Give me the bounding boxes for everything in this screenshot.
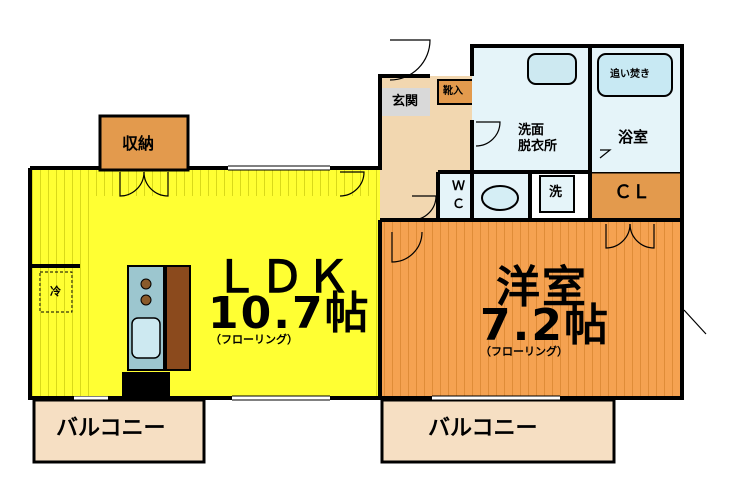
balcony-left	[32, 398, 206, 464]
kitchen-base	[122, 372, 170, 398]
western-room	[382, 222, 682, 398]
windows	[74, 165, 560, 401]
bathtub-label: 追い焚き	[610, 69, 650, 80]
wash-basin	[527, 53, 577, 85]
ldk-floor: （フローリング）	[210, 333, 298, 346]
bathtub	[597, 53, 673, 97]
kitchen-cabinet	[165, 265, 191, 371]
entrance-step	[382, 88, 430, 116]
western-size: 7.2帖	[480, 300, 610, 351]
stove-burner-1	[140, 278, 152, 290]
stove-burner-2	[140, 294, 152, 306]
washer-label: 洗	[549, 185, 563, 200]
wc-label-2: Ｃ	[452, 197, 466, 212]
washroom-label-1: 洗面	[518, 123, 545, 138]
bathroom-label: 浴室	[618, 128, 649, 146]
closet-label: ＣＬ	[614, 182, 650, 203]
western-floor: （フローリング）	[480, 345, 568, 358]
toilet	[481, 185, 519, 211]
balcony-right-label: バルコニー	[428, 416, 538, 441]
shoe-storage-label: 靴入	[443, 86, 463, 97]
kitchen-sink	[131, 317, 161, 359]
ldk-size: 10.7帖	[208, 288, 371, 339]
wc-label-1: Ｗ	[452, 179, 466, 194]
entrance-label: 玄関	[392, 94, 419, 109]
storage-room	[98, 114, 190, 172]
fridge-label: 冷	[50, 285, 61, 298]
ldk-name: ＬＤＫ	[214, 252, 352, 303]
fridge-space	[39, 271, 73, 313]
storage-label: 収納	[122, 134, 155, 153]
washroom-label-2: 脱衣所	[518, 139, 558, 154]
shoe-storage	[437, 79, 479, 105]
doors	[119, 39, 707, 335]
washer-space	[539, 175, 575, 213]
balcony-right	[380, 398, 616, 464]
western-name: 洋室	[496, 262, 588, 313]
balcony-left-label: バルコニー	[56, 416, 166, 441]
